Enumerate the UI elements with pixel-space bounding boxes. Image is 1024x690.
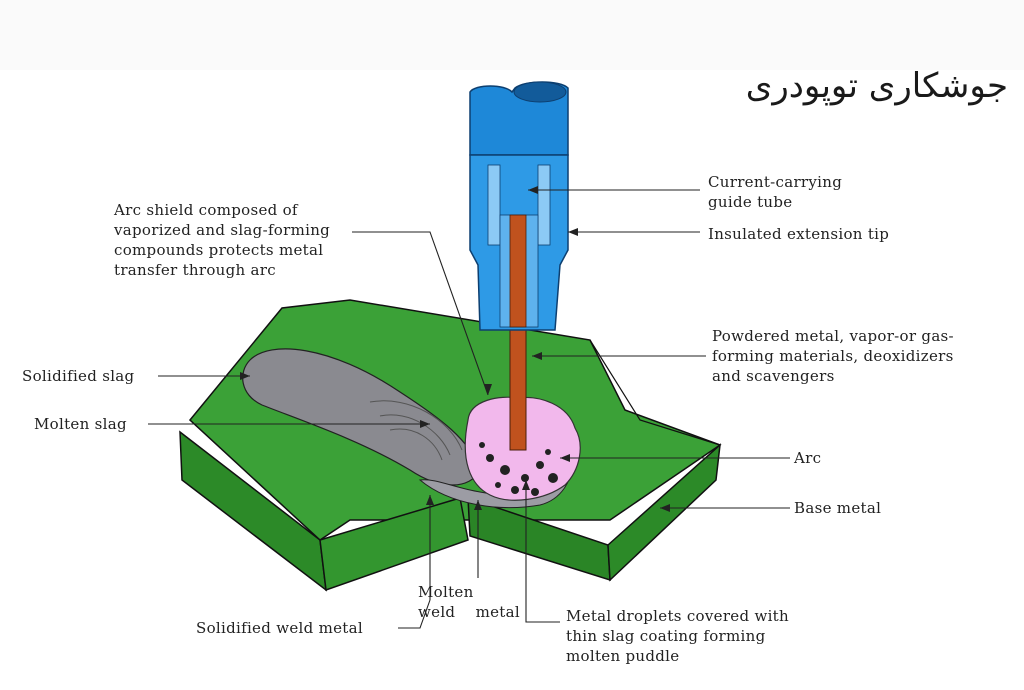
- arc-shield-label: Arc shield composed of vaporized and sla…: [114, 201, 331, 279]
- solidified-weld-metal-label: Solidified weld metal: [196, 619, 363, 637]
- molten-slag-label: Molten slag: [34, 415, 127, 433]
- welding-nozzle: [469, 81, 569, 331]
- arrow-heads: [240, 186, 670, 512]
- metal-droplets-label: Metal droplets covered with thin slag co…: [566, 607, 789, 665]
- current-tube-label: Current-carrying guide tube: [708, 173, 843, 211]
- leader-lines: [148, 189, 790, 629]
- insulated-tip-label: Insulated extension tip: [708, 225, 890, 243]
- molten-weld-metal-label: Molten weld metal: [418, 583, 520, 621]
- top-band: [0, 0, 1024, 70]
- arc-label: Arc: [794, 449, 822, 467]
- powdered-metal-label: Powdered metal, vapor-or gas- forming ma…: [712, 327, 954, 385]
- solidified-slag-label: Solidified slag: [22, 367, 135, 385]
- diagram-title: جوشکاری توپودری: [745, 66, 1008, 106]
- base-metal-label: Base metal: [794, 499, 882, 517]
